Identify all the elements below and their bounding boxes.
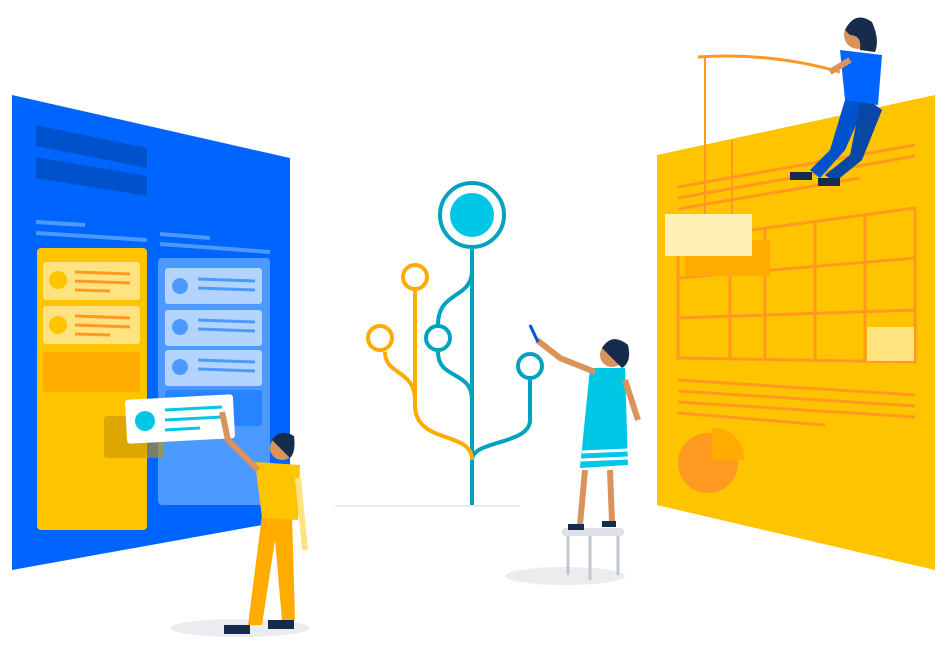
highlighted-cell (867, 327, 914, 361)
kanban-board-panel (12, 95, 290, 570)
lifted-cell (665, 214, 752, 256)
person-on-stool (528, 324, 641, 580)
card (165, 350, 262, 386)
card (165, 310, 262, 346)
spreadsheet-panel (657, 95, 935, 570)
card (165, 268, 262, 304)
floor-shadow (505, 567, 625, 585)
roadmap-tree (366, 181, 544, 505)
person-holding-card (219, 411, 308, 634)
person-fishing (697, 17, 882, 214)
